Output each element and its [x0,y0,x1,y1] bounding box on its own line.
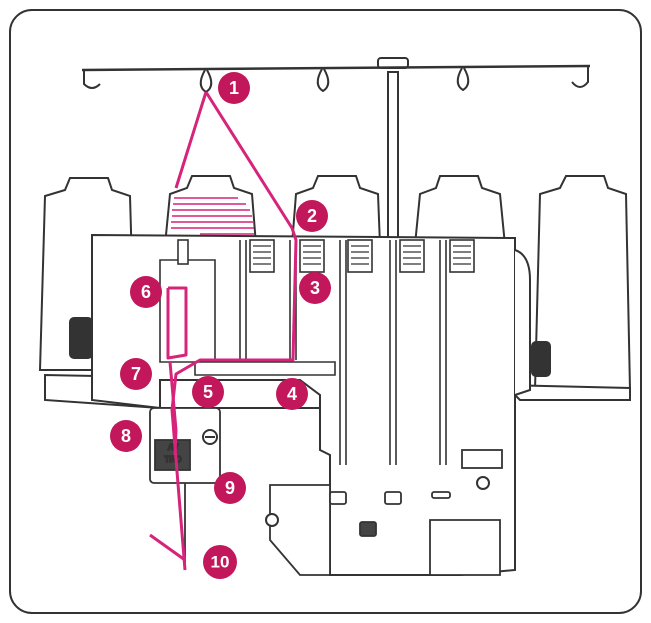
thread-path [149,91,298,571]
needle-assembly: AV TRO [149,407,221,570]
marker-5-circle [192,376,224,408]
marker-6-label: 6 [141,282,151,302]
lower-channel [194,361,336,376]
marker-2-circle [296,200,328,232]
marker-6-circle [130,276,162,308]
cone-thread-wrap [171,197,254,235]
marker-10-circle [203,545,237,579]
marker-9-circle [214,472,246,504]
marker-5-label: 5 [203,382,213,402]
marker-1-circle [218,72,250,104]
marker-4-circle [276,378,308,410]
marker-3-label: 3 [310,278,320,298]
feed-block [461,449,503,469]
marker-9-label: 9 [225,478,235,498]
marker-8-circle [110,420,142,452]
lower-housing [269,484,501,576]
step-markers: 1 2 3 4 5 6 7 8 9 10 [110,72,331,579]
marker-3-circle [299,272,331,304]
marker-1-label: 1 [229,78,239,98]
marker-7-label: 7 [131,364,141,384]
svg-text:TRO: TRO [165,455,182,464]
marker-8-label: 8 [121,426,131,446]
marker-2-label: 2 [307,206,317,226]
screw-icon [476,476,490,490]
svg-text:AV: AV [168,443,179,452]
marker-7-circle [120,358,152,390]
screw-icon [265,513,279,527]
thread-guide-post [177,239,189,265]
marker-10-label: 10 [211,553,230,572]
marker-4-label: 4 [287,384,297,404]
